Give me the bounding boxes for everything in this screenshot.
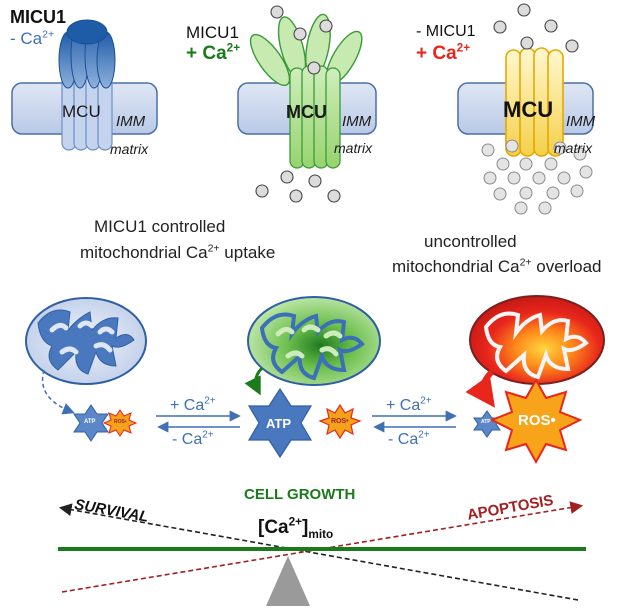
caption-controlled-line1: MICU1 controlled xyxy=(94,217,226,236)
green-arrow xyxy=(244,366,264,396)
survival-dashed-line xyxy=(58,503,579,601)
ca-ions-panel2 xyxy=(255,5,341,203)
caption-uncontrolled-line2: mitochondrial Ca2+ overload xyxy=(392,256,602,276)
caption-uncontrolled-line1: uncontrolled xyxy=(424,232,517,251)
mitochondrion-blue xyxy=(25,297,147,385)
mcu-complex-3 xyxy=(505,47,564,157)
panel3-mcu-label: MCU xyxy=(503,97,554,122)
panel1-imm-label: IMM xyxy=(116,113,146,130)
ros-label-large: ROS• xyxy=(518,412,556,429)
panel3-micu1-label: - MICU1 xyxy=(416,23,476,40)
atp-label-small: ATP xyxy=(84,419,96,425)
left-minus-ca-label: - Ca2+ xyxy=(172,429,214,448)
ca-exchange-arrows-right xyxy=(372,410,457,433)
panel3-imm-label: IMM xyxy=(566,113,596,130)
ros-label-medium: ROS• xyxy=(331,418,349,425)
atp-label-large: ATP xyxy=(266,416,292,431)
panel3-ca-label: + Ca2+ xyxy=(416,41,471,64)
ros-burst-medium xyxy=(318,403,362,440)
micu1-cap-1 xyxy=(58,19,116,89)
ros-label-small: ROS• xyxy=(114,419,127,425)
panel1-ca-label: - Ca2+ xyxy=(10,28,55,48)
ca-exchange-arrows-left xyxy=(156,410,241,433)
ros-burst-large xyxy=(489,377,583,465)
panel3-matrix-label: matrix xyxy=(554,140,593,156)
ca-mito-label: [Ca2+]mito xyxy=(258,515,334,541)
panel1-matrix-label: matrix xyxy=(110,141,149,157)
panel1-mcu-label: MCU xyxy=(62,102,101,121)
atp-star-small xyxy=(73,404,109,442)
caption-controlled-line2: mitochondrial Ca2+ uptake xyxy=(80,242,276,262)
panel2-channel xyxy=(237,5,377,203)
ca-ions-panel3-bottom xyxy=(481,139,593,215)
ca-ions-panel3-top xyxy=(493,3,579,53)
panel3-channel xyxy=(457,3,594,215)
right-minus-ca-label: - Ca2+ xyxy=(388,429,430,448)
left-plus-ca-label: + Ca2+ xyxy=(170,395,216,414)
mitochondrion-green xyxy=(247,296,381,386)
panel2-matrix-label: matrix xyxy=(334,140,373,156)
atp-label-tiny: ATP xyxy=(481,419,491,425)
cell-growth-label: CELL GROWTH xyxy=(244,486,356,503)
atp-star-large xyxy=(247,387,313,459)
ros-burst-small xyxy=(102,409,138,437)
dashed-arrow-blue xyxy=(41,369,75,415)
micu1-open-arms xyxy=(249,13,363,87)
panel2-imm-label: IMM xyxy=(342,113,372,130)
right-plus-ca-label: + Ca2+ xyxy=(386,395,432,414)
panel2-micu1-label: MICU1 xyxy=(186,23,239,42)
red-arrow xyxy=(465,369,495,408)
panel1-channel xyxy=(11,19,158,151)
panel2-ca-label: + Ca2+ xyxy=(186,41,241,64)
mcu-complex-2 xyxy=(289,65,341,169)
panel2-mcu-label: MCU xyxy=(286,102,327,122)
panel1-micu1-label: MICU1 xyxy=(10,7,67,27)
